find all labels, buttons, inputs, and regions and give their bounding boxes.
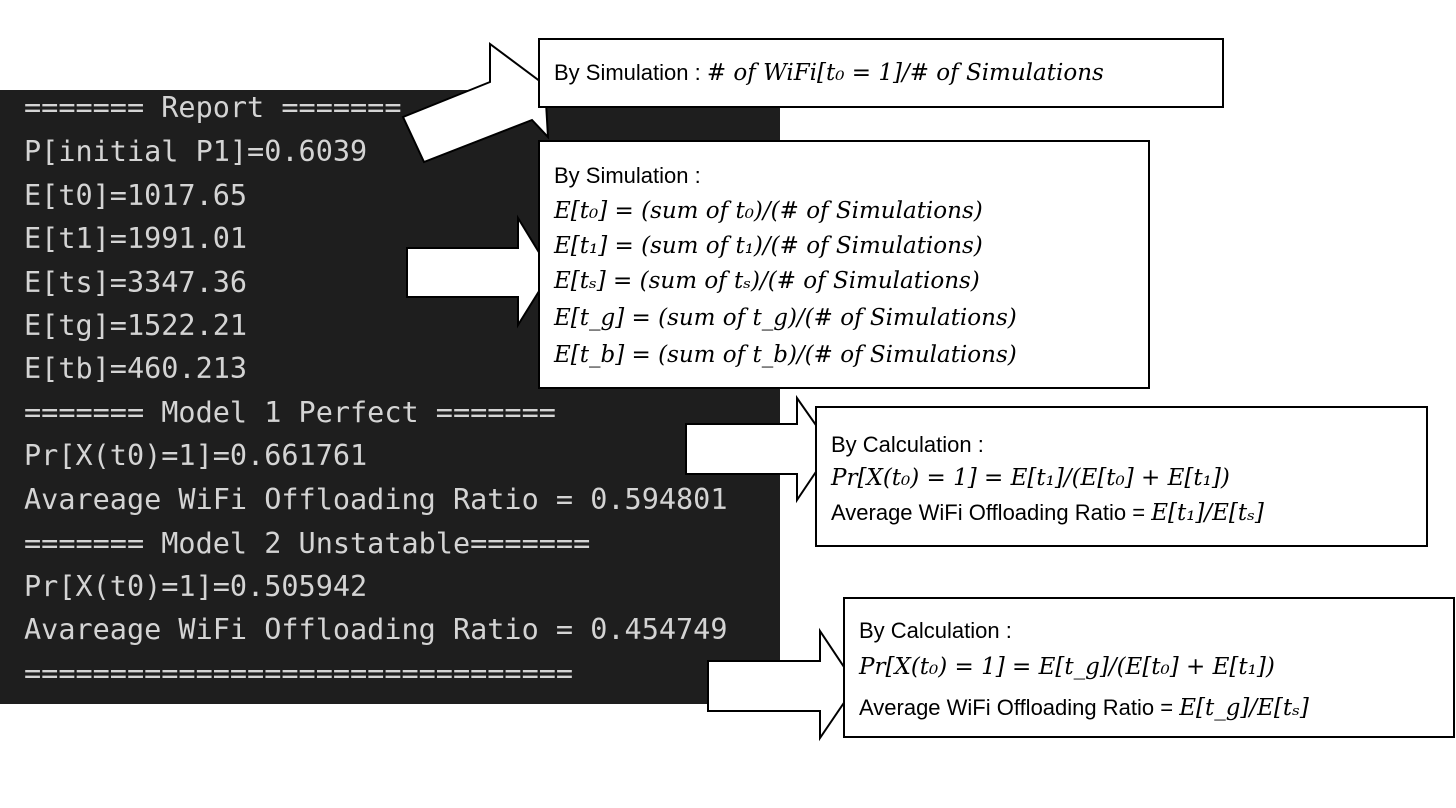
box2-formula-t1: E[t₁] = (sum of t₁)/(# of Simulations)	[554, 233, 983, 259]
arrow-to-box4	[707, 627, 858, 742]
arrow-to-box3	[685, 394, 834, 504]
e-t1-line: E[t1]=1991.01	[24, 222, 248, 255]
e-t0-line: E[t0]=1017.65	[24, 179, 248, 212]
initial-p1-line: P[initial P1]=0.6039	[24, 135, 368, 168]
box2-formula-tb: E[t_b] = (sum of t_b)/(# of Simulations)	[554, 342, 1017, 368]
box4-pr-formula: Pr[X(t₀) = 1] = E[t_g]/(E[t₀] + E[t₁])	[859, 654, 1275, 680]
model1-header-line: ======= Model 1 Perfect =======	[24, 396, 556, 429]
model1-pr-line: Pr[X(t0)=1]=0.661761	[24, 439, 368, 472]
box1-content: By Simulation : # of WiFi[t₀ = 1]/# of S…	[554, 60, 1104, 86]
box3-ratio-formula: E[t₁]/E[tₛ]	[1151, 500, 1264, 526]
calculation-model2-box: By Calculation : Pr[X(t₀) = 1] = E[t_g]/…	[843, 597, 1455, 738]
arrow-to-box1	[401, 42, 550, 164]
simulation-wifi-box: By Simulation : # of WiFi[t₀ = 1]/# of S…	[538, 38, 1224, 108]
arrow-to-box2	[406, 214, 553, 329]
box3-pr-formula: Pr[X(t₀) = 1] = E[t₁]/(E[t₀] + E[t₁])	[831, 465, 1230, 491]
e-tg-line: E[tg]=1522.21	[24, 309, 248, 342]
box2-formula-ts: E[tₛ] = (sum of tₛ)/(# of Simulations)	[554, 268, 980, 294]
calculation-model1-box: By Calculation : Pr[X(t₀) = 1] = E[t₁]/(…	[815, 406, 1428, 547]
box4-ratio-row: Average WiFi Offloading Ratio = E[t_g]/E…	[859, 695, 1309, 721]
box4-heading: By Calculation :	[859, 618, 1012, 643]
model2-header-line: ======= Model 2 Unstatable=======	[24, 527, 591, 560]
box1-prefix: By Simulation :	[554, 60, 707, 85]
box2-formula-tg: E[t_g] = (sum of t_g)/(# of Simulations)	[554, 305, 1017, 331]
box3-ratio-label: Average WiFi Offloading Ratio =	[831, 500, 1152, 525]
model1-ratio-line: Avareage WiFi Offloading Ratio = 0.59480…	[24, 483, 728, 516]
model2-ratio-line: Avareage WiFi Offloading Ratio = 0.45474…	[24, 613, 728, 646]
box2-formula-t0: E[t₀] = (sum of t₀)/(# of Simulations)	[554, 198, 983, 224]
e-tb-line: E[tb]=460.213	[24, 352, 248, 385]
box4-ratio-label: Average WiFi Offloading Ratio =	[859, 695, 1180, 720]
box2-heading: By Simulation :	[554, 163, 701, 188]
box3-heading: By Calculation :	[831, 432, 984, 457]
e-ts-line: E[ts]=3347.36	[24, 266, 248, 299]
report-header-line: ======= Report =======	[24, 91, 402, 124]
box4-ratio-formula: E[t_g]/E[tₛ]	[1179, 695, 1309, 721]
box3-ratio-row: Average WiFi Offloading Ratio = E[t₁]/E[…	[831, 500, 1264, 526]
footer-separator-line: ================================	[24, 657, 574, 690]
model2-pr-line: Pr[X(t0)=1]=0.505942	[24, 570, 368, 603]
box1-formula: # of WiFi[t₀ = 1]/# of Simulations	[706, 60, 1104, 86]
simulation-expectations-box: By Simulation : E[t₀] = (sum of t₀)/(# o…	[538, 140, 1150, 389]
